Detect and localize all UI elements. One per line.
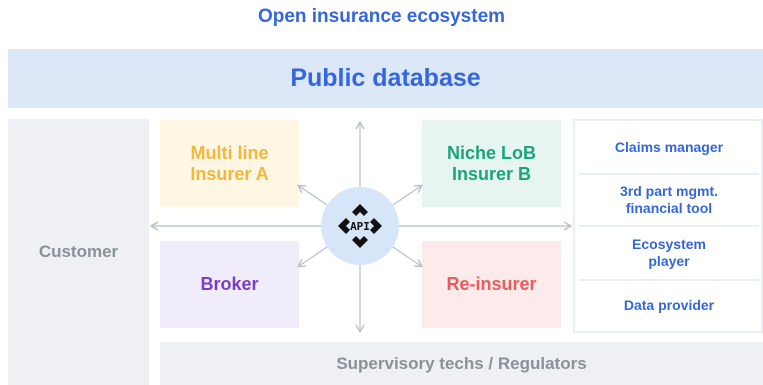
api-hub xyxy=(321,187,399,265)
claims-manager-item: Claims manager xyxy=(579,121,759,175)
arrow-up-right xyxy=(389,184,423,208)
public-database-label: Public database xyxy=(290,64,481,92)
reinsurer-box: Re-insurer xyxy=(422,241,561,328)
data-provider-label: Data provider xyxy=(623,296,715,313)
reinsurer-label: Re-insurer xyxy=(446,274,537,294)
niche-lob-insurer-label: Niche LoB Insurer B xyxy=(446,142,536,184)
data-provider-item: Data provider xyxy=(579,281,759,329)
arrow-down-left xyxy=(297,244,331,268)
public-database-band: Public database xyxy=(8,49,763,108)
broker-label: Broker xyxy=(200,274,259,294)
customer-label: Customer xyxy=(38,242,119,261)
customer-panel: Customer xyxy=(8,119,149,385)
broker-box: Broker xyxy=(160,241,299,328)
api-icon: API xyxy=(338,204,382,248)
multi-line-insurer-label: Multi line Insurer A xyxy=(190,142,269,184)
api-icon-label: API xyxy=(350,220,370,233)
financial-tool-item: 3rd part mgmt. financial tool xyxy=(579,175,759,227)
niche-lob-insurer-box: Niche LoB Insurer B xyxy=(422,120,561,207)
financial-tool-label: 3rd part mgmt. financial tool xyxy=(619,183,718,216)
ecosystem-players-panel: Claims manager 3rd part mgmt. financial … xyxy=(573,119,763,333)
ecosystem-player-item: Ecosystem player xyxy=(579,227,759,281)
arrow-up-left xyxy=(297,184,331,208)
supervisory-label: Supervisory techs / Regulators xyxy=(336,353,587,373)
diagram-title: Open insurance ecosystem xyxy=(257,6,506,27)
claims-manager-label: Claims manager xyxy=(614,138,724,155)
multi-line-insurer-box: Multi line Insurer A xyxy=(160,120,299,207)
ecosystem-player-label: Ecosystem player xyxy=(632,236,706,269)
arrow-down-right xyxy=(389,244,423,268)
supervisory-band: Supervisory techs / Regulators xyxy=(160,342,763,385)
